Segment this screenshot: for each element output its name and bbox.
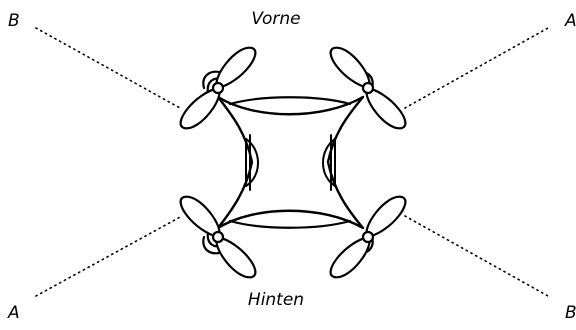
leader-line-top-right (405, 28, 548, 108)
propeller-rear-left (181, 197, 256, 278)
leader-line-top-left (36, 28, 180, 108)
propeller-rear-right (331, 197, 406, 278)
drone-body (218, 97, 363, 228)
propeller-front-left (181, 48, 256, 129)
leader-line-bottom-right (405, 216, 548, 296)
label-top-right: A (564, 11, 576, 31)
leader-line-bottom-left (36, 216, 182, 296)
label-rear: Hinten (248, 290, 304, 310)
label-front: Vorne (251, 9, 300, 29)
drone-body-front-edge (230, 97, 350, 104)
propeller-front-right (331, 48, 406, 129)
label-top-left: B (8, 11, 20, 31)
label-bottom-left: A (7, 303, 20, 323)
label-bottom-right: B (565, 303, 576, 323)
drone-body-rear-edge (230, 221, 350, 228)
